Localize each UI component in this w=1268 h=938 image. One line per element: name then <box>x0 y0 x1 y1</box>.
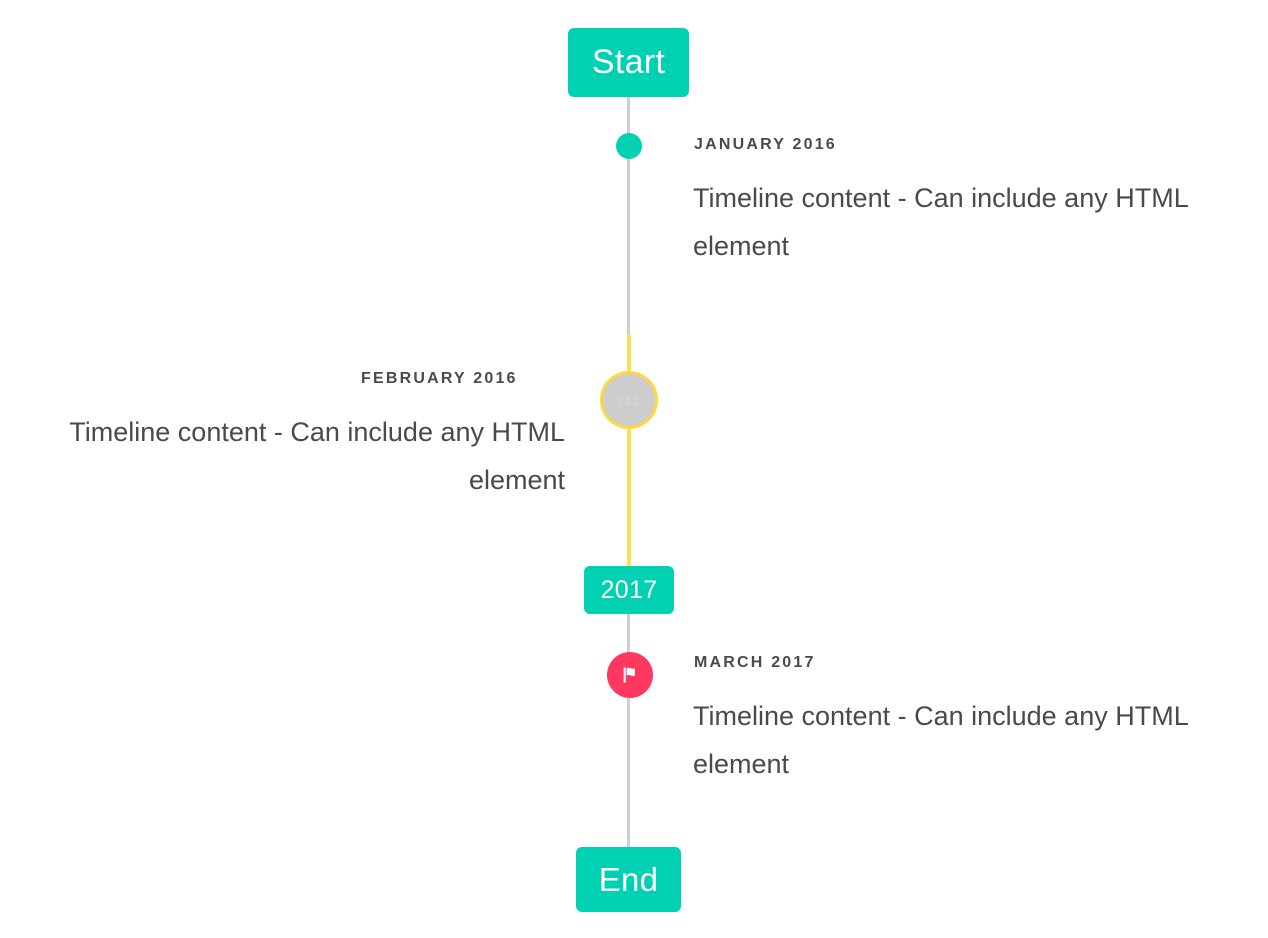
broken-glyph-icon: ⬚⬚ <box>620 392 638 408</box>
timeline-end-badge[interactable]: End <box>576 847 681 912</box>
timeline-entry-body-january: Timeline content - Can include any HTML … <box>693 183 1188 261</box>
timeline-start-badge[interactable]: Start <box>568 28 689 97</box>
timeline-marker-broken-glyph-icon[interactable]: ⬚⬚ <box>600 371 658 429</box>
timeline-axis-segment-bottom <box>627 612 630 848</box>
timeline-axis-segment-highlight <box>627 335 631 568</box>
timeline-marker-dot-icon[interactable] <box>616 133 642 159</box>
timeline-entry-body-march: Timeline content - Can include any HTML … <box>693 701 1188 779</box>
timeline-year-badge[interactable]: 2017 <box>584 566 674 614</box>
timeline-entry-label-february: FEBRUARY 2016 <box>361 370 518 387</box>
timeline-entry-body-february: Timeline content - Can include any HTML … <box>69 417 565 495</box>
timeline-entry-label-january: JANUARY 2016 <box>694 136 837 153</box>
timeline-entry-label-march: MARCH 2017 <box>694 654 816 671</box>
timeline-marker-flag[interactable] <box>607 652 653 698</box>
flag-icon <box>623 667 635 683</box>
timeline-axis-segment-top <box>627 96 630 338</box>
